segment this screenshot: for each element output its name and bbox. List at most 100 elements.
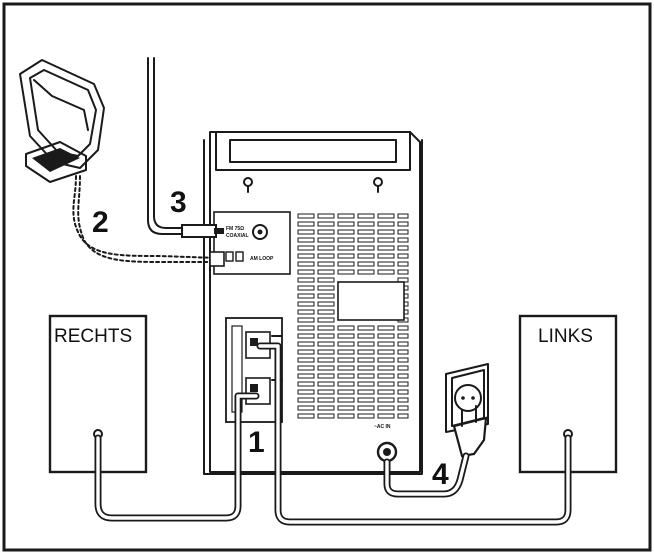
vent-slot [337, 245, 355, 251]
screw-left-icon [243, 177, 253, 193]
vent-slot [397, 357, 409, 363]
vent-slot [317, 413, 335, 419]
am-jack-label: AM LOOP [250, 256, 274, 262]
vent-slot [337, 389, 355, 395]
vent-slot [357, 253, 375, 259]
vent-slot [397, 229, 409, 235]
vent-slot [297, 333, 315, 339]
power-plug-icon [452, 405, 488, 458]
vent-slot [377, 269, 395, 275]
vent-slot [377, 237, 395, 243]
vent-slot [337, 357, 355, 363]
vent-slot [297, 277, 315, 283]
vent-slot [337, 237, 355, 243]
vent-slot [357, 261, 375, 267]
vent-slot [297, 221, 315, 227]
vent-slot [357, 389, 375, 395]
vent-slot [377, 213, 395, 219]
speaker-cable-right [94, 392, 260, 522]
vent-slot [337, 325, 355, 331]
vent-slot [317, 269, 335, 275]
vent-slot [297, 357, 315, 363]
vent-slot [297, 365, 315, 371]
vent-slot [357, 405, 375, 411]
vent-slot [397, 237, 409, 243]
ac-in-label: ~AC IN [374, 424, 391, 430]
vent-slot [397, 253, 409, 259]
vent-slot [297, 389, 315, 395]
vent-slot [317, 405, 335, 411]
vent-slot [317, 301, 335, 307]
vent-slot [397, 213, 409, 219]
vent-slot [317, 365, 335, 371]
vent-slot [297, 341, 315, 347]
vent-slot [297, 285, 315, 291]
fm-jack-label-2: COAXIAL [226, 233, 249, 239]
vent-slot [357, 373, 375, 379]
vent-slot [297, 381, 315, 387]
vent-slot [297, 397, 315, 403]
vent-slot [337, 365, 355, 371]
vent-slot [297, 325, 315, 331]
vent-slot [397, 245, 409, 251]
vent-slot [317, 221, 335, 227]
vent-slot [377, 373, 395, 379]
step-number-2: 2 [92, 206, 109, 239]
vent-slot [397, 221, 409, 227]
vent-slot [357, 397, 375, 403]
vent-slot [397, 381, 409, 387]
vent-slot [317, 341, 335, 347]
vent-slot [397, 269, 409, 275]
vent-slot [397, 389, 409, 395]
vent-slot [357, 357, 375, 363]
vent-slot [297, 317, 315, 323]
vent-slot [377, 357, 395, 363]
vent-slot [337, 333, 355, 339]
vent-slot [317, 397, 335, 403]
am-loop-antenna-icon [19, 59, 225, 267]
vent-slot [377, 397, 395, 403]
vent-slot [317, 277, 335, 283]
vent-slot [377, 365, 395, 371]
vent-slot [317, 349, 335, 355]
vent-slot [317, 253, 335, 259]
vent-slot [397, 365, 409, 371]
step-number-4: 4 [432, 458, 449, 491]
vent-slot [317, 373, 335, 379]
vent-slot [377, 389, 395, 395]
vent-slot [357, 325, 375, 331]
fm-jack-label: FM 75Ω [226, 226, 244, 232]
vent-slot [337, 261, 355, 267]
vent-slot [357, 341, 375, 347]
speaker-left: LINKS [518, 314, 618, 474]
am-loop-terminal-icon [225, 251, 234, 262]
vent-slot [337, 341, 355, 347]
vent-slot [317, 261, 335, 267]
vent-slot [297, 261, 315, 267]
vent-slot [357, 381, 375, 387]
speaker-left-label: LINKS [538, 326, 593, 347]
fm-antenna-wire [147, 57, 224, 238]
vent-slot [337, 413, 355, 419]
ac-inlet: ~AC IN [374, 424, 398, 463]
vent-slot [317, 389, 335, 395]
vent-slot [377, 333, 395, 339]
vent-slot [317, 325, 335, 331]
main-unit: FM 75Ω COAXIAL AM LOOP ~AC IN [203, 131, 423, 475]
vent-slot [297, 301, 315, 307]
vent-slot [377, 381, 395, 387]
vent-slot [297, 269, 315, 275]
vent-slot [297, 293, 315, 299]
vent-slot [397, 333, 409, 339]
vent-slot [377, 221, 395, 227]
vent-slot [317, 357, 335, 363]
ventilation-grill [297, 213, 409, 419]
label-plate [337, 281, 405, 321]
vent-slot [337, 221, 355, 227]
vent-slot [357, 365, 375, 371]
vent-slot [357, 229, 375, 235]
vent-slot [377, 413, 395, 419]
vent-slot [297, 213, 315, 219]
